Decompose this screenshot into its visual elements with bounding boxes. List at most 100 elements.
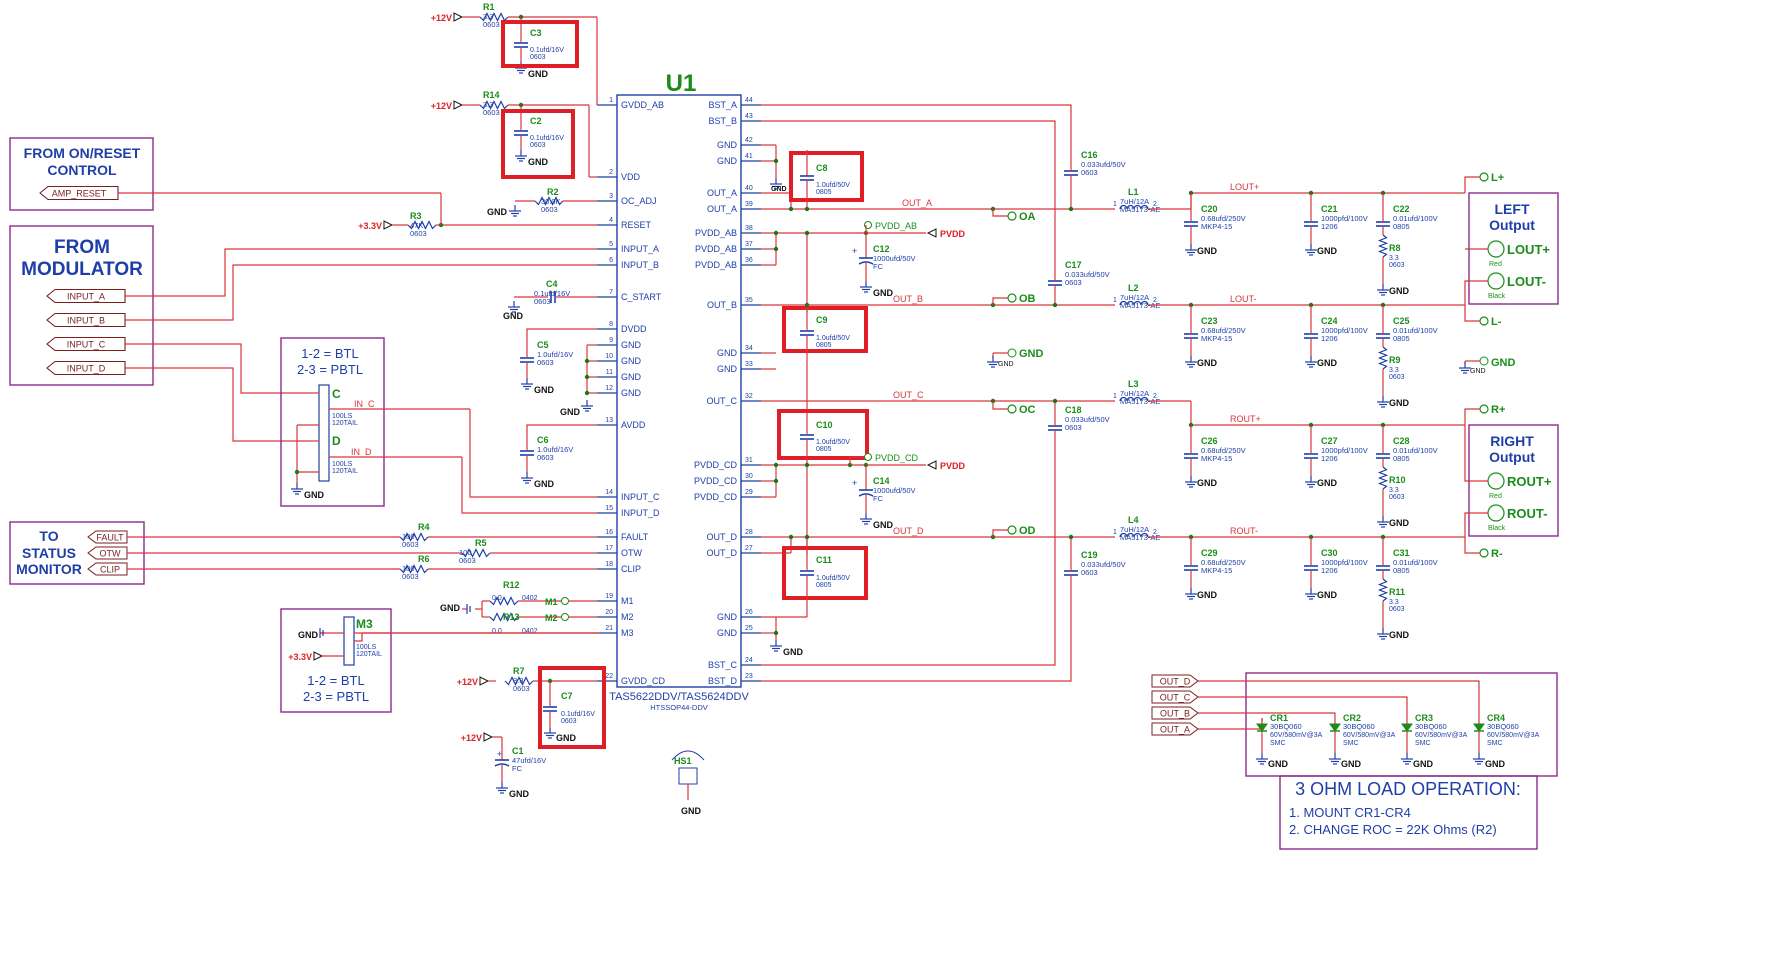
pin-name: INPUT_A [621,244,659,254]
label: GND [1485,759,1506,769]
chip-body [616,94,742,688]
part-package: 0805 [1393,334,1410,343]
label: Output [1489,217,1535,233]
label: GND [1389,286,1410,296]
label: PVDD_CD [875,453,919,463]
pin-number: 26 [745,609,753,616]
label: 1 [1113,393,1117,400]
power-flag-icon [926,228,937,238]
label: 60V/580mV@3A [1415,732,1468,739]
pin-number: 6 [609,257,613,264]
resistor-symbol [489,612,519,622]
pin-number: 1 [609,97,613,104]
label: 120TAIL [332,420,358,427]
part-ref: C14 [873,476,890,486]
label: D [332,434,341,448]
cap-curve [858,261,874,265]
net-node-icon [1007,348,1017,358]
pin-name: C_START [621,292,662,302]
pin-number: 41 [745,153,753,160]
group-box [280,337,385,507]
net-node-label: OB [1019,293,1036,305]
label: 30BQ060 [1270,722,1302,731]
label: 0805 [816,189,832,196]
pin-number: 35 [745,297,753,304]
part-package: 1206 [1321,454,1338,463]
part-value: 3.3 [483,12,493,21]
wire [469,409,597,498]
part-package: 0603 [534,297,551,306]
pin-name: PVDD_CD [694,492,738,502]
port-label: OTW [100,549,121,559]
pin-number: 38 [745,225,753,232]
pin-name: M2 [621,612,634,622]
resistor-symbol [479,100,509,110]
part-package: 0603 [1081,168,1098,177]
part-ref: C22 [1393,204,1410,214]
pin-name: PVDD_CD [694,476,738,486]
box-title: CONTROL [47,162,117,178]
part-value: 100 [402,532,415,541]
part-ref: C16 [1081,150,1098,160]
part-package: 1206 [1321,334,1338,343]
pin-number: 40 [745,185,753,192]
label: GND [1317,358,1338,368]
power-net-label: +12V [457,677,478,687]
gnd-label: GND [534,479,555,489]
net-node-icon [561,597,569,605]
pin-number: 24 [745,657,753,664]
part-value: 7uH/12A [1120,293,1149,302]
pin-name: GND [717,364,738,374]
label: 2-3 = PBTL [297,362,363,377]
group-box [9,137,154,211]
part-package: 0603 [1065,423,1082,432]
pin-number: 32 [745,393,753,400]
label: 30BQ060 [1487,722,1519,731]
label: OUT_A [1160,725,1190,735]
part-package: MA5173-AE [1120,301,1160,310]
label: + [852,246,857,256]
group-box [9,225,154,386]
part-ref: R2 [547,187,559,197]
pin-number: 16 [605,529,613,536]
pin-name: OUT_D [706,532,737,542]
junction [584,358,590,364]
pin-name: PVDD_AB [695,228,737,238]
label: OUT_A [902,198,932,208]
chip-name: U1 [666,70,697,97]
power-flag-icon [479,676,490,686]
label: 0.0 [492,595,502,602]
part-package: 0805 [1393,454,1410,463]
wire [1464,425,1488,482]
net-node-icon [864,453,872,461]
resistor-symbol [1377,346,1389,370]
pin-name: BST_C [708,660,738,670]
part-ref: C5 [537,340,549,350]
pin-name: BST_A [708,100,737,110]
label: GND [1389,398,1410,408]
label: M2 [545,613,558,623]
part-ref: C4 [546,279,558,289]
label: 0.1ufd/16V [530,135,564,142]
power-flag-icon [926,460,937,470]
part-ref: C1 [512,746,524,756]
label: IN_C [354,399,375,409]
label: C9 [816,315,828,325]
junction [773,246,779,252]
junction [773,462,779,468]
heatsink-body [678,767,698,785]
wire [1198,680,1480,718]
label: 0603 [1389,374,1405,381]
wire [125,264,597,321]
label: 0.1ufd/16V [561,711,595,718]
label: 30BQ060 [1415,722,1447,731]
label: SMC [1270,740,1286,747]
wire [1464,305,1480,322]
pin-number: 42 [745,137,753,144]
port-label: AMP_RESET [52,189,107,199]
part-ref: C17 [1065,260,1082,270]
label: 0805 [816,342,832,349]
pin-name: INPUT_B [621,260,659,270]
part-ref: L1 [1128,187,1139,197]
label: Output [1489,449,1535,465]
